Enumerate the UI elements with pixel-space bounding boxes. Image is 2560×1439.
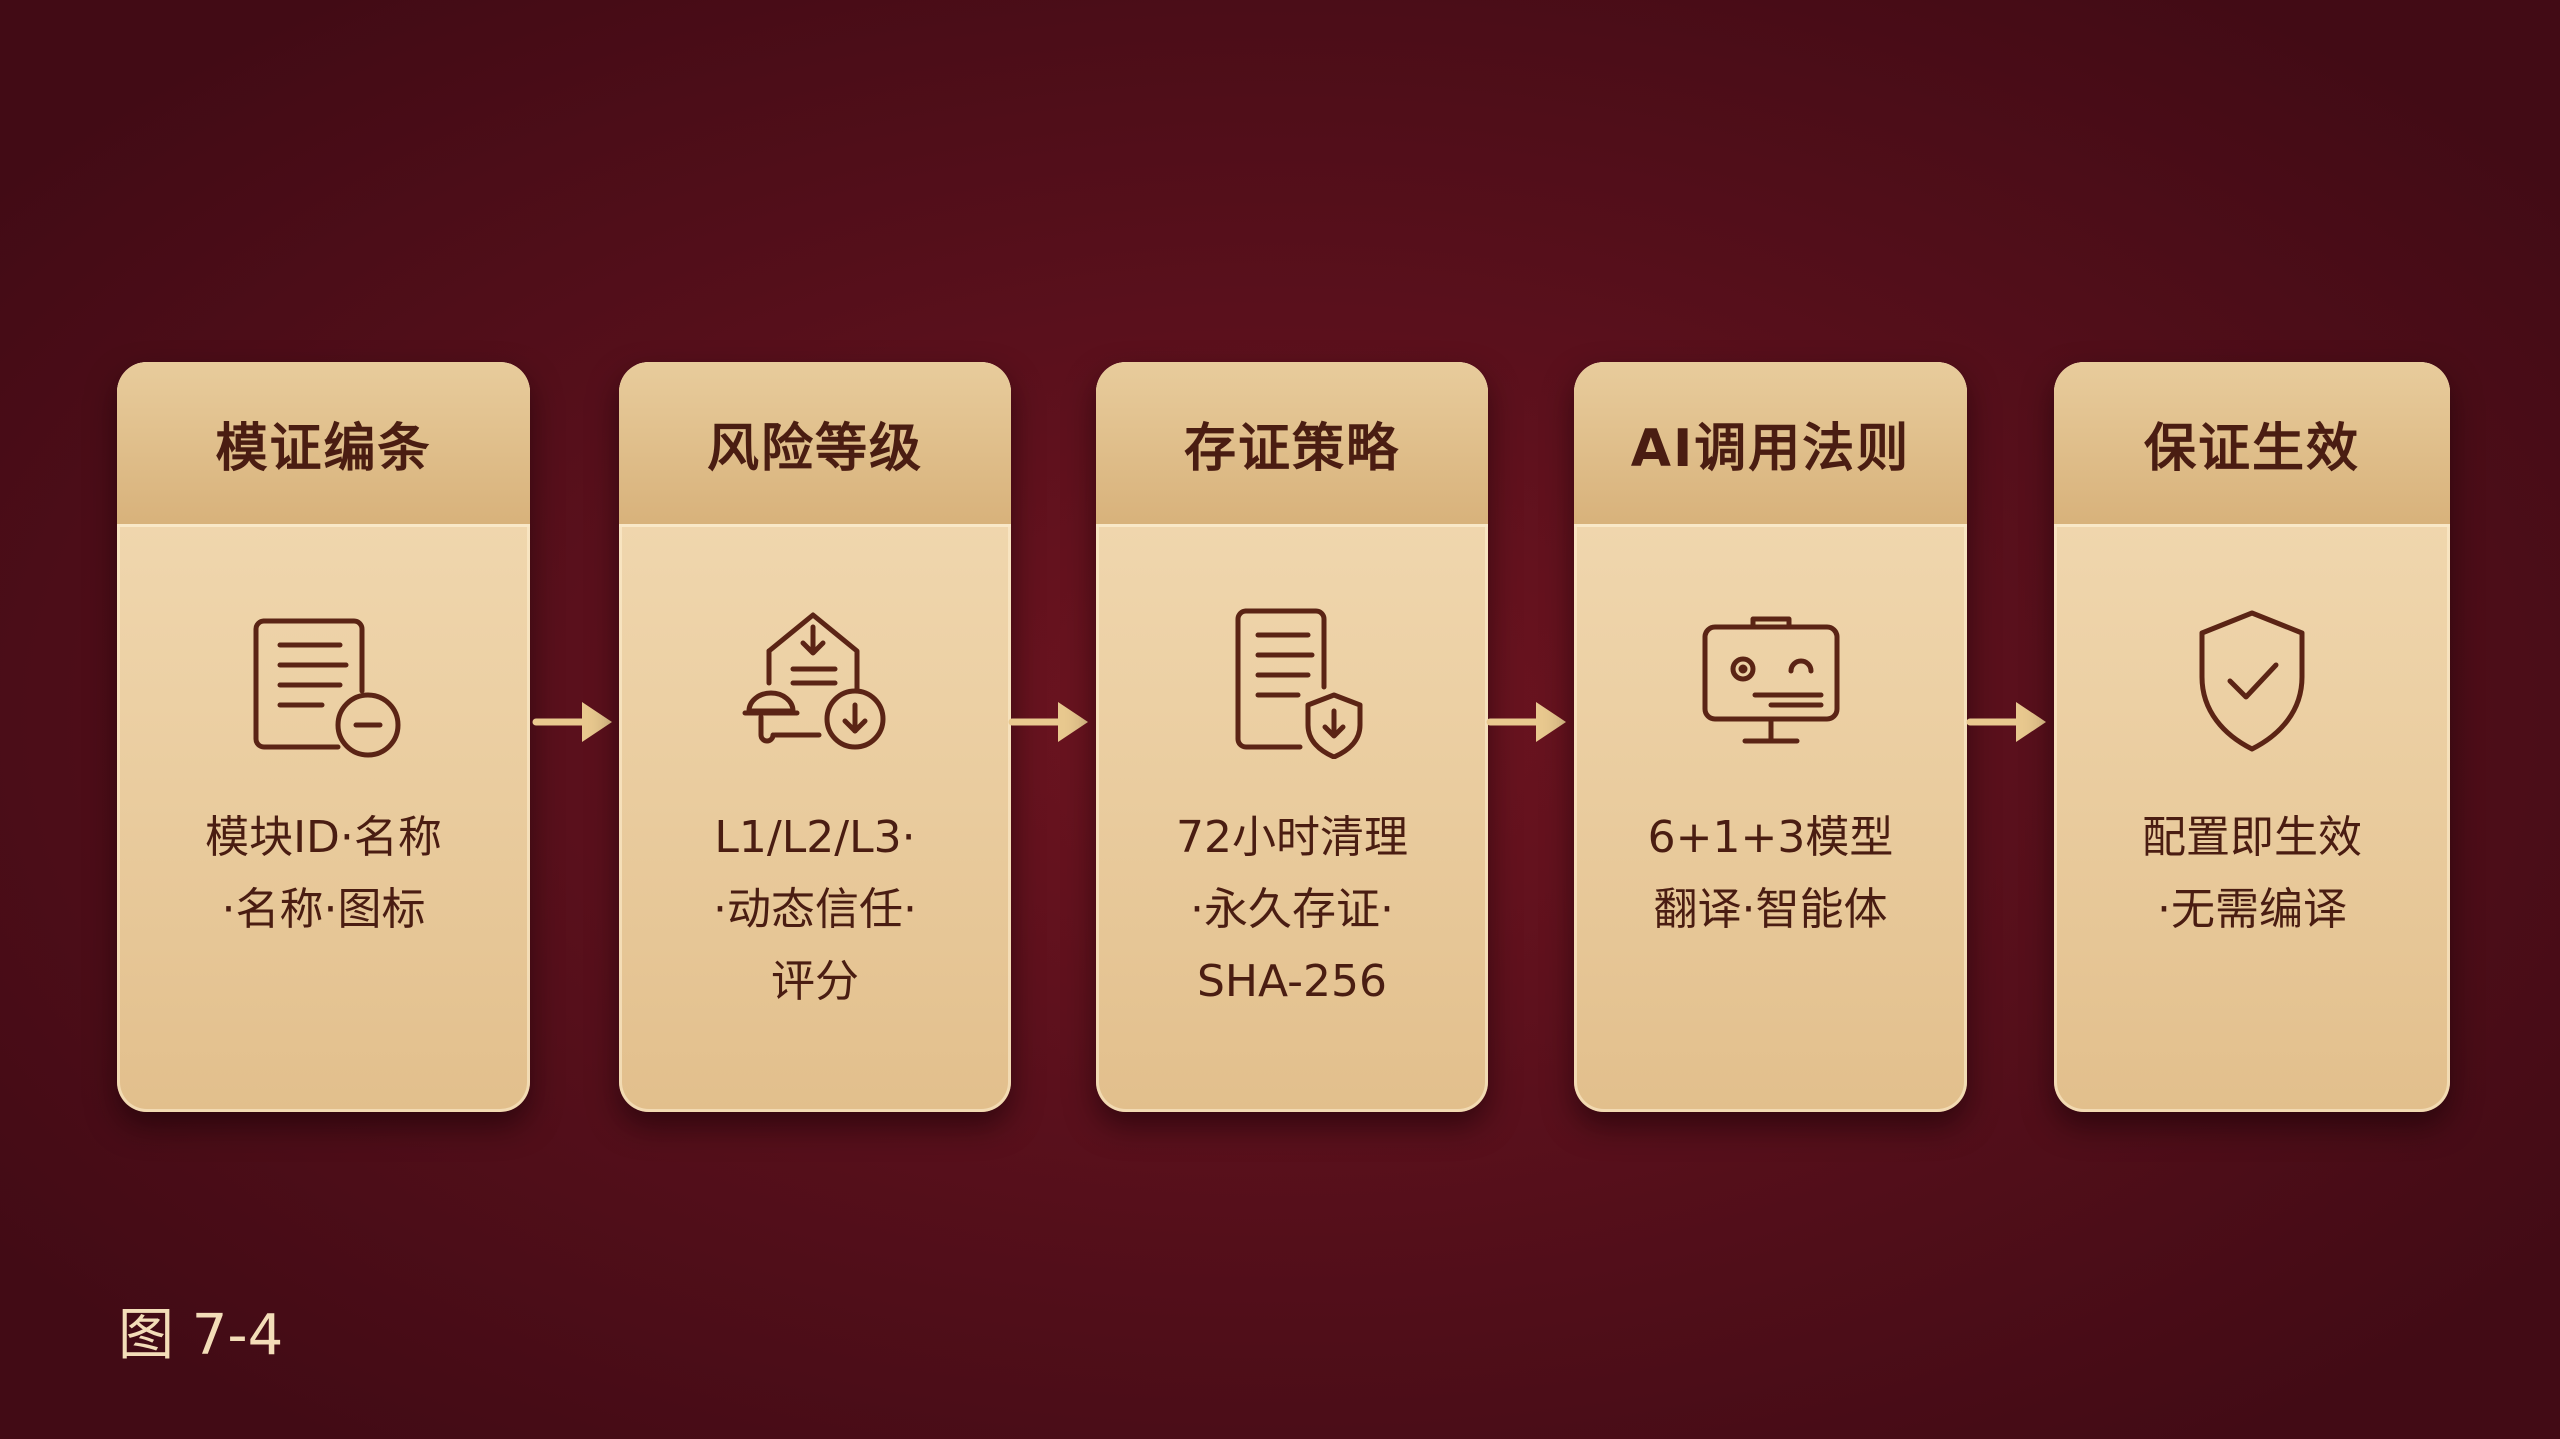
step-title: 模证编条 (215, 418, 432, 479)
step-text-line: 6+1+3模型 (1647, 812, 1894, 863)
step-text-line: ·名称·图标 (221, 884, 426, 935)
shield-check-icon (2172, 599, 2332, 759)
step-card-3: 存证策略 72小时清理 ·永久存证· SHA-256 (1096, 362, 1488, 1112)
step-text-line: 翻译·智能体 (1653, 884, 1888, 935)
step-text-line: 72小时清理 (1176, 812, 1408, 863)
document-minus-icon (244, 599, 404, 759)
step-card-header: 存证策略 (1096, 362, 1488, 527)
step-card-5: 保证生效 配置即生效 ·无需编译 (2054, 362, 2450, 1112)
step-text-line: ·动态信任· (713, 884, 917, 935)
step-description: 配置即生效 ·无需编译 (2054, 802, 2450, 946)
arrow-right-icon (1966, 692, 2050, 752)
step-title: 保证生效 (2143, 418, 2360, 479)
step-title: 风险等级 (706, 418, 923, 479)
step-text-line: 配置即生效 (2142, 812, 2362, 863)
risk-download-icon (735, 599, 895, 759)
step-text-line: ·无需编译 (2157, 884, 2347, 935)
document-shield-icon (1212, 599, 1372, 760)
step-description: L1/L2/L3· ·动态信任· 评分 (619, 802, 1011, 1018)
arrow-right-icon (1008, 692, 1092, 752)
step-description: 6+1+3模型 翻译·智能体 (1574, 802, 1967, 946)
step-card-2: 风险等级 L1/L2/L3· ·动态信任· 评分 (619, 362, 1011, 1112)
ai-monitor-icon (1691, 599, 1851, 759)
arrow-right-icon (532, 692, 616, 752)
step-card-header: 风险等级 (619, 362, 1011, 527)
step-description: 模块ID·名称 ·名称·图标 (117, 802, 530, 946)
step-text-line: 评分 (771, 956, 859, 1007)
arrow-right-icon (1486, 692, 1570, 752)
figure-caption: 图 7-4 (118, 1303, 284, 1368)
step-text-line: 模块ID·名称 (205, 812, 442, 863)
step-card-header: 模证编条 (117, 362, 530, 527)
step-card-4: AI调用法则 6+1+3模型 翻译·智能体 (1574, 362, 1967, 1112)
step-card-header: 保证生效 (2054, 362, 2450, 527)
step-title: 存证策略 (1183, 418, 1400, 479)
step-description: 72小时清理 ·永久存证· SHA-256 (1096, 802, 1488, 1018)
step-title: AI调用法则 (1630, 418, 1911, 479)
step-text-line: ·永久存证· (1190, 884, 1394, 935)
step-text-line: SHA-256 (1196, 956, 1387, 1007)
step-text-line: L1/L2/L3· (714, 812, 916, 863)
step-card-1: 模证编条 模块ID·名称 ·名称·图标 (117, 362, 530, 1112)
step-card-header: AI调用法则 (1574, 362, 1967, 527)
